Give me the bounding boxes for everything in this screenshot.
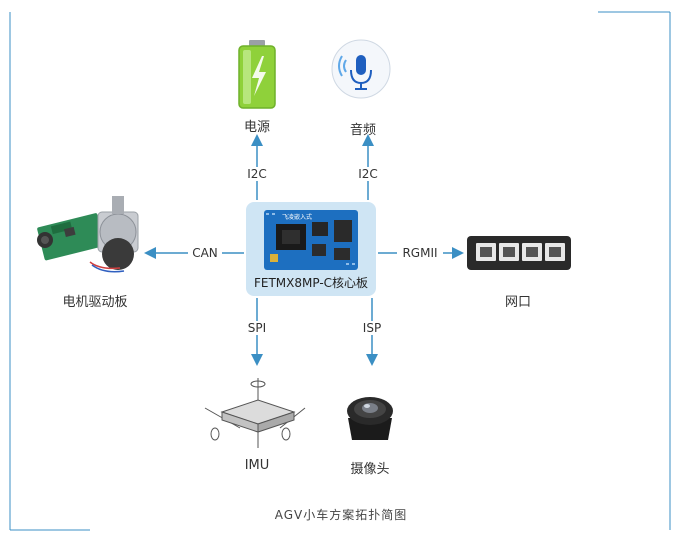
imu-label: IMU (244, 458, 270, 473)
core-board-icon (264, 210, 358, 270)
ethernet-port-icon (467, 236, 571, 270)
link-label-network: RGMII (397, 246, 443, 260)
core-board-brand: 飞凌嵌入式 (282, 214, 313, 221)
battery-icon (238, 40, 276, 109)
audio-label: 音频 (349, 123, 376, 138)
motor-driver-icon (37, 196, 139, 273)
link-label-audio: I2C (351, 167, 385, 181)
link-label-imu: SPI (240, 321, 274, 335)
microphone-icon (331, 39, 391, 99)
camera-lens-icon (347, 397, 393, 440)
link-label-power: I2C (240, 167, 274, 181)
network-label: 网口 (504, 295, 531, 310)
camera-label: 摄像头 (350, 462, 390, 477)
link-label-motor: CAN (188, 246, 222, 260)
imu-icon (204, 378, 306, 448)
link-label-camera: ISP (355, 321, 389, 335)
power-label: 电源 (243, 120, 270, 135)
diagram-caption: AGV小车方案拓扑简图 (274, 508, 408, 522)
core-board-card: 飞凌嵌入式 FETMX8MP-C核心板 (246, 202, 376, 296)
core-board-title: FETMX8MP-C核心板 (253, 276, 369, 290)
motor-label: 电机驱动板 (62, 295, 128, 310)
